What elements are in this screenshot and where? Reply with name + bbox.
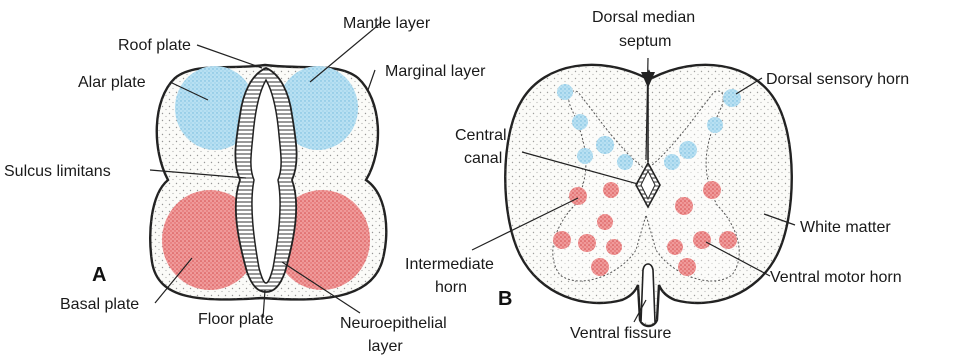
panel-b: B Dorsal median septum Dorsal sensory ho… xyxy=(405,9,909,342)
label-neuroepithelial-line1: Neuroepithelial xyxy=(340,315,447,332)
label-central-canal-line2: canal xyxy=(464,150,502,167)
label-marginal-layer: Marginal layer xyxy=(385,63,486,80)
panel-a-letter: A xyxy=(92,264,106,286)
label-dorsal-median-line2: septum xyxy=(619,33,671,50)
label-central-canal-line1: Central xyxy=(455,127,507,144)
label-sulcus-limitans: Sulcus limitans xyxy=(4,163,111,180)
label-white-matter: White matter xyxy=(800,219,891,236)
label-intermediate-line1: Intermediate xyxy=(405,256,494,273)
label-roof-plate: Roof plate xyxy=(118,37,191,54)
label-neuroepithelial-line2: layer xyxy=(368,338,403,355)
panel-b-letter: B xyxy=(498,288,512,310)
panel-a: A Roof plate Mantle layer Alar plate Mar… xyxy=(4,15,486,355)
label-alar-plate: Alar plate xyxy=(78,74,146,91)
label-basal-plate: Basal plate xyxy=(60,296,139,313)
label-dorsal-median-line1: Dorsal median xyxy=(592,9,695,26)
label-ventral-motor-horn: Ventral motor horn xyxy=(770,269,902,286)
label-mantle-layer: Mantle layer xyxy=(343,15,431,32)
label-ventral-fissure: Ventral fissure xyxy=(570,325,671,342)
label-intermediate-line2: horn xyxy=(435,279,467,296)
ventral-fissure xyxy=(641,264,655,322)
label-dorsal-sensory-horn: Dorsal sensory horn xyxy=(766,71,909,88)
label-floor-plate: Floor plate xyxy=(198,311,274,328)
